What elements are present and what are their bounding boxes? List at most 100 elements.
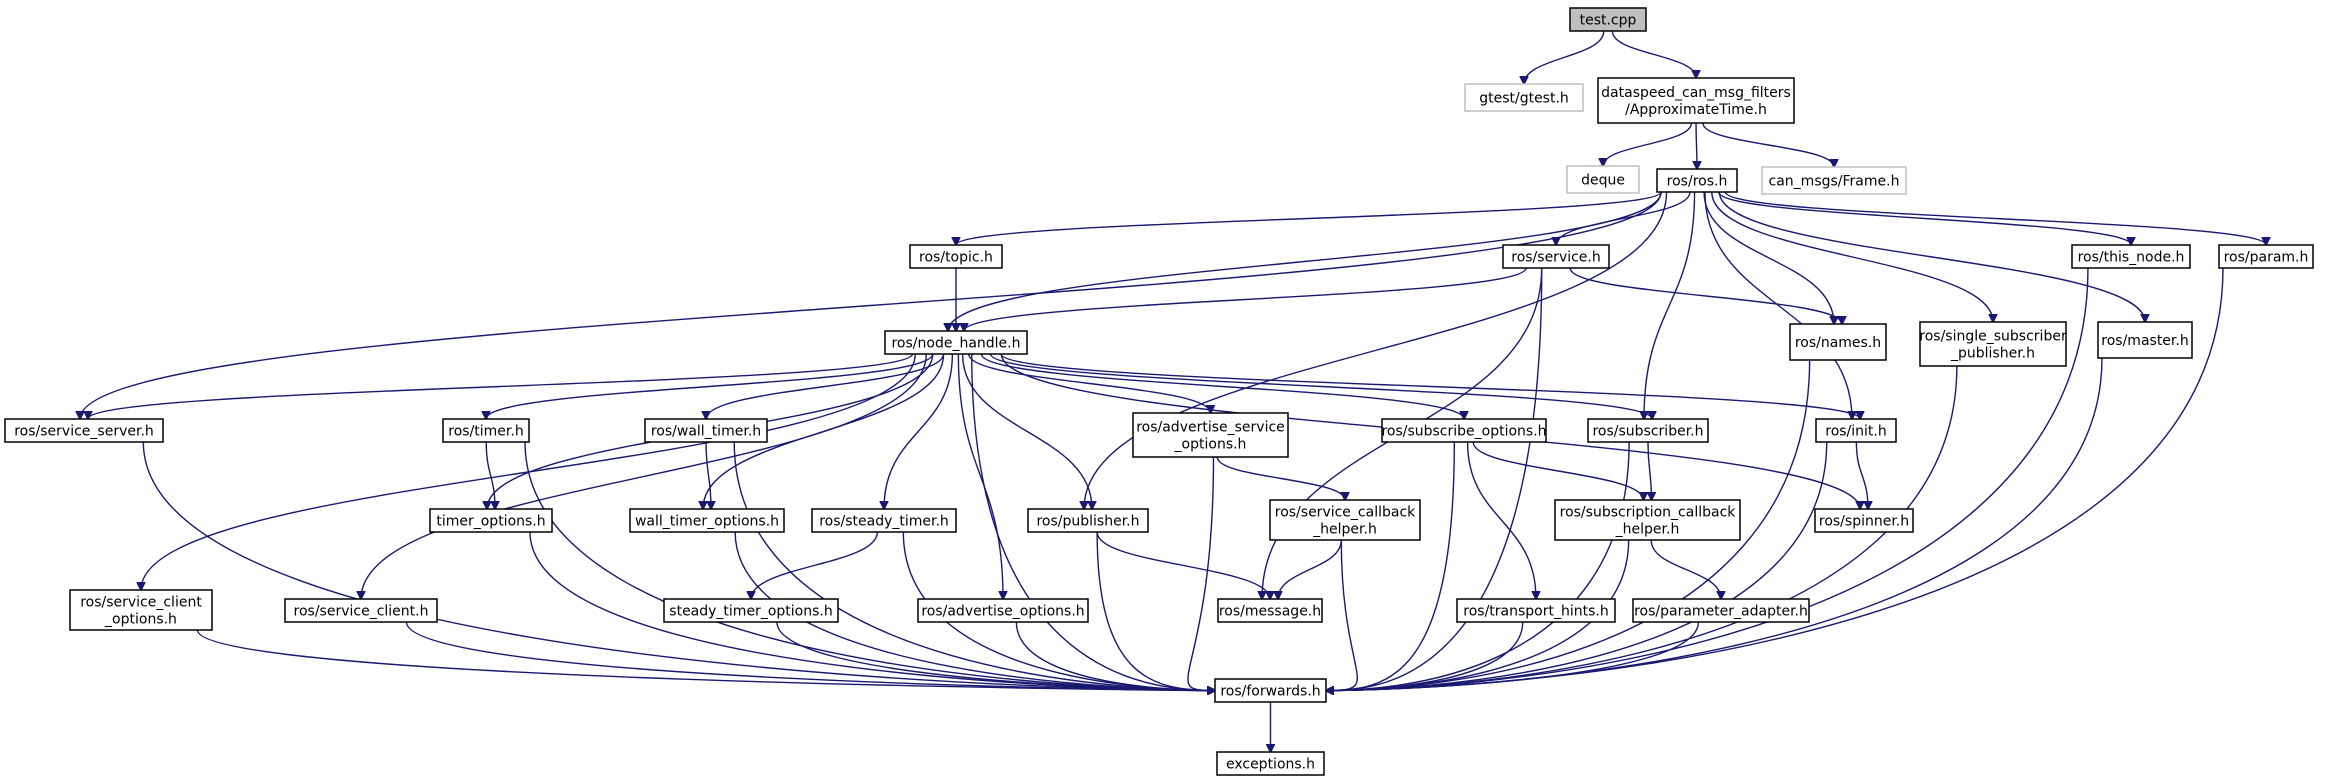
node-box [1656,168,1738,193]
node-box [1587,418,1709,443]
edge [1216,456,1345,500]
node-label: ros/names.h [1795,335,1881,351]
node-approx[interactable]: dataspeed_can_msg_filters/ApproximateTim… [1597,77,1795,124]
edge-node-handle-to-init [1000,353,1860,419]
edge-service-server-to-forwards [142,441,1215,691]
node-forwards[interactable]: ros/forwards.h [1214,678,1327,703]
node-box [4,418,164,443]
node-steady-timer-opts[interactable]: steady_timer_options.h [663,598,839,623]
edge [1718,191,2145,322]
edge [1096,531,1270,599]
edge [1015,621,1215,691]
edge-ros-h-to-names [1703,191,1834,324]
edge-node-handle-to-publisher [961,353,1092,509]
node-test-cpp[interactable]: test.cpp [1569,7,1647,32]
edge-ros-h-to-node-handle [948,191,1662,331]
node-label: exceptions.h [1226,757,1315,773]
node-box [1632,598,1810,623]
edge [1326,441,1828,691]
node-box [284,598,438,623]
edge-ros-h-to-single-sub [1711,191,1993,322]
edge-service-to-node-handle [964,267,1527,331]
node-box [811,508,957,533]
node-service-server[interactable]: ros/service_server.h [4,418,164,443]
edge [1096,531,1215,691]
node-deque[interactable]: deque [1566,165,1640,194]
node-can-frame[interactable]: can_msgs/Frame.h [1761,166,1907,195]
node-master[interactable]: ros/master.h [2097,321,2193,359]
node-exceptions[interactable]: exceptions.h [1216,751,1325,776]
node-topic[interactable]: ros/topic.h [909,244,1003,269]
edge-svc-client-opts-to-forwards [196,629,1215,691]
edge-subscribe-opts-to-sub-cb-helper [1472,441,1643,500]
node-subscribe-opts[interactable]: ros/subscribe_options.h [1381,418,1547,443]
node-label: ros/publisher.h [1036,514,1139,530]
node-adv-opts[interactable]: ros/advertise_options.h [917,598,1089,623]
edge-ros-h-to-this-node [1718,191,2131,245]
edge-init-to-forwards [1326,441,1828,691]
edge-node-handle-to-service-server [88,353,914,419]
node-label: ros/service.h [1511,250,1601,266]
edge [529,531,1215,691]
node-sub-cb-helper[interactable]: ros/subscription_callback_helper.h [1554,499,1741,541]
node-param-adapter[interactable]: ros/parameter_adapter.h [1632,598,1810,623]
node-label: ros/service_callback [1275,505,1416,521]
edge [961,353,1092,509]
node-timer-opts[interactable]: timer_options.h [429,508,553,533]
edge [1326,441,1456,691]
node-label: ros/steady_timer.h [819,514,949,530]
node-label: deque [1581,173,1625,189]
edge [989,353,1652,419]
node-init[interactable]: ros/init.h [1815,418,1897,443]
edge-ros-h-to-topic [956,191,1662,245]
node-subscriber[interactable]: ros/subscriber.h [1587,418,1709,443]
edge [1326,267,2224,691]
edge-wall-timer-to-wall-timer-opts [705,441,711,509]
node-box [629,508,785,533]
edge [968,353,1211,413]
node-box [1027,508,1149,533]
node-param[interactable]: ros/param.h [2218,244,2314,269]
node-this-node[interactable]: ros/this_node.h [2071,244,2191,269]
node-box [1464,83,1584,112]
node-transport-hints[interactable]: ros/transport_hints.h [1456,598,1616,623]
node-box [1381,418,1547,443]
node-steady-timer[interactable]: ros/steady_timer.h [811,508,957,533]
node-ros-h[interactable]: ros/ros.h [1656,168,1738,193]
node-node-handle[interactable]: ros/node_handle.h [884,330,1028,355]
node-single-sub[interactable]: ros/single_subscriber_publisher.h [1919,321,2067,367]
node-box [1789,323,1887,361]
node-adv-service-opts[interactable]: ros/advertise_service_options.h [1132,412,1289,458]
edge [361,353,927,599]
edge [1466,441,1536,599]
edge [486,353,934,419]
edge-node-handle-to-timer [486,353,934,419]
node-service-client[interactable]: ros/service_client.h [284,598,438,623]
node-gtest[interactable]: gtest/gtest.h [1464,83,1584,112]
node-box [917,598,1089,623]
node-svc-client-opts[interactable]: ros/service_client_options.h [69,589,213,631]
node-spinner[interactable]: ros/spinner.h [1814,508,1914,533]
node-service[interactable]: ros/service.h [1502,244,1610,269]
node-names[interactable]: ros/names.h [1789,323,1887,361]
edge-adv-opts-to-forwards [1015,621,1215,691]
node-label: gtest/gtest.h [1479,91,1569,107]
edge-publisher-to-forwards [1096,531,1215,691]
node-publisher[interactable]: ros/publisher.h [1027,508,1149,533]
node-wall-timer-opts[interactable]: wall_timer_options.h [629,508,785,533]
node-label: ros/subscribe_options.h [1381,424,1546,440]
edge-subscribe-opts-to-transport-hints [1466,441,1536,599]
node-box [663,598,839,623]
edge [1084,191,1668,509]
edges-layer [80,30,2266,752]
node-timer[interactable]: ros/timer.h [442,418,530,443]
node-svc-cb-helper[interactable]: ros/service_callback_helper.h [1269,499,1421,541]
node-box [2097,321,2193,359]
node-message[interactable]: ros/message.h [1217,598,1323,623]
node-box [442,418,530,443]
edge-node-handle-to-service-client [361,353,927,599]
edge [956,191,1662,245]
edge-ros-h-to-init [1704,191,1852,419]
node-box [884,330,1028,355]
node-wall-timer[interactable]: ros/wall_timer.h [644,418,768,443]
